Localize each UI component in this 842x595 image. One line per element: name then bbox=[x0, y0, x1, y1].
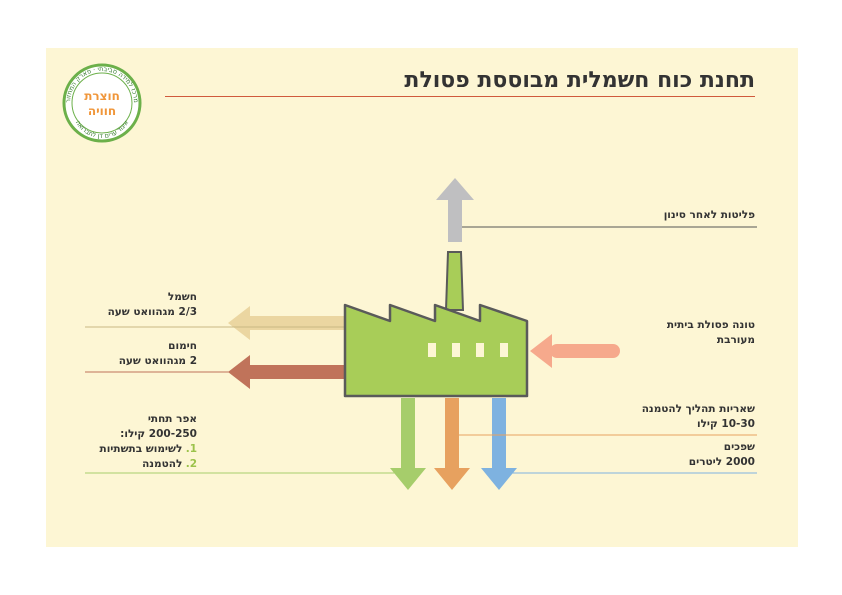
waste-input-label: טונה פסולת ביתית מעורבת bbox=[667, 318, 755, 348]
electricity-label: חשמל 2/3 מגהוואט שעה bbox=[108, 290, 197, 320]
ash-item1-number: 1. bbox=[185, 443, 197, 455]
page-title: תחנת כוח חשמלית מבוססת פסולת bbox=[404, 68, 755, 93]
waste-input-line-2: מעורבת bbox=[716, 334, 755, 346]
wastewater-title: שפכים bbox=[723, 441, 755, 453]
ash-item2-number: 2. bbox=[185, 458, 197, 470]
heating-label: חימום 2 מגהוואט שעה bbox=[119, 339, 197, 369]
wastewater-label: שפכים 2000 ליטרים bbox=[689, 440, 755, 470]
title-underline bbox=[165, 96, 755, 97]
waste-input-arrow bbox=[530, 334, 620, 368]
emissions-label: פליטות לאחר סינון bbox=[663, 209, 755, 221]
logo: מרכז למידה סביבתי · פארק המחזור איגוד ער… bbox=[62, 63, 142, 143]
logo-center-text-2: חוויה bbox=[88, 104, 116, 118]
logo-center-text-1: חוצרת bbox=[84, 89, 120, 103]
ash-item2: להטמנה bbox=[142, 458, 183, 470]
heating-title: חימום bbox=[168, 340, 197, 352]
factory-windows bbox=[428, 343, 508, 357]
residue-label: שאריות תהליך להטמנה 10-30 קילו bbox=[642, 402, 755, 432]
ash-item1: לשימוש בתשתיות bbox=[99, 443, 183, 455]
residue-arrow bbox=[434, 398, 470, 490]
electricity-title: חשמל bbox=[167, 291, 197, 303]
electricity-value: 2/3 מגהוואט שעה bbox=[107, 306, 197, 318]
ash-title: אפר תחתי bbox=[147, 413, 197, 425]
chimney bbox=[444, 251, 465, 311]
background-panel bbox=[46, 48, 798, 547]
heating-value: 2 מגהוואט שעה bbox=[118, 355, 197, 367]
waste-input-line-1: טונה פסולת ביתית bbox=[666, 319, 755, 331]
ash-value: 200-250 קילו: bbox=[120, 428, 197, 440]
residue-title: שאריות תהליך להטמנה bbox=[641, 403, 755, 415]
wastewater-value: 2000 ליטרים bbox=[688, 456, 755, 468]
electricity-arrow bbox=[228, 306, 347, 340]
ash-arrow bbox=[390, 398, 426, 490]
residue-value: 10-30 קילו bbox=[696, 418, 755, 430]
wastewater-arrow bbox=[481, 398, 517, 490]
emissions-arrow bbox=[436, 178, 474, 242]
ash-label: אפר תחתי 200-250 קילו: 1. לשימוש בתשתיות… bbox=[100, 412, 197, 472]
